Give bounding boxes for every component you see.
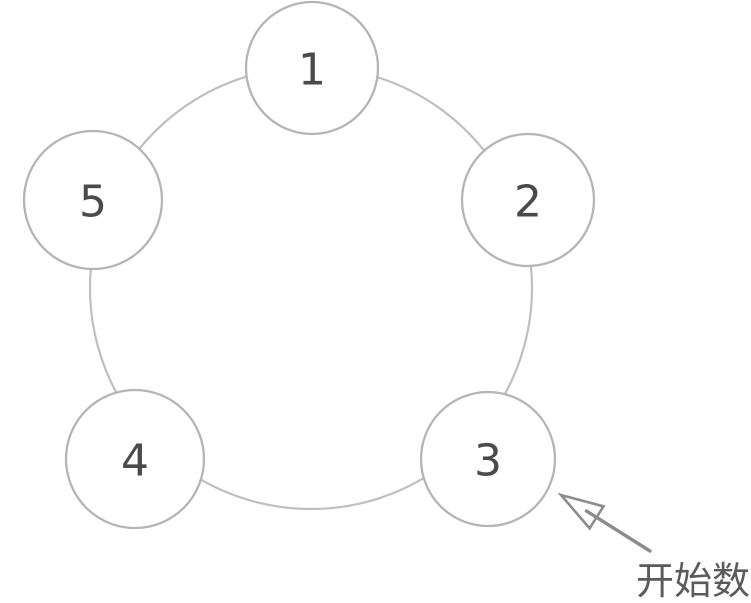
- node-1[interactable]: 1: [244, 0, 380, 136]
- ring-connectors: [88, 75, 534, 511]
- node-circle[interactable]: [244, 0, 380, 136]
- node-circle[interactable]: [64, 388, 206, 530]
- node-5[interactable]: 5: [22, 129, 164, 271]
- arrow-head-icon: [557, 492, 606, 531]
- node-label: 2: [514, 177, 542, 228]
- node-circle[interactable]: [22, 129, 164, 271]
- node-label: 1: [298, 45, 326, 96]
- node-3[interactable]: 3: [419, 390, 557, 528]
- node-label: 4: [121, 436, 149, 487]
- connector-node5-to-node1: [138, 75, 248, 150]
- node-label: 5: [79, 177, 107, 228]
- nodes-group: 1 2 3 4 5: [22, 0, 596, 530]
- connector-node4-to-node5: [88, 267, 118, 394]
- start-annotation: 开始数: [557, 492, 750, 603]
- node-circle[interactable]: [460, 132, 596, 268]
- node-4[interactable]: 4: [64, 388, 206, 530]
- connector-node1-to-node2: [376, 76, 486, 152]
- connector-node2-to-node3: [503, 264, 534, 396]
- node-2[interactable]: 2: [460, 132, 596, 268]
- start-annotation-label: 开始数: [636, 559, 750, 603]
- node-label: 3: [474, 436, 502, 487]
- node-circle[interactable]: [419, 390, 557, 528]
- connector-node3-to-node4: [199, 476, 425, 511]
